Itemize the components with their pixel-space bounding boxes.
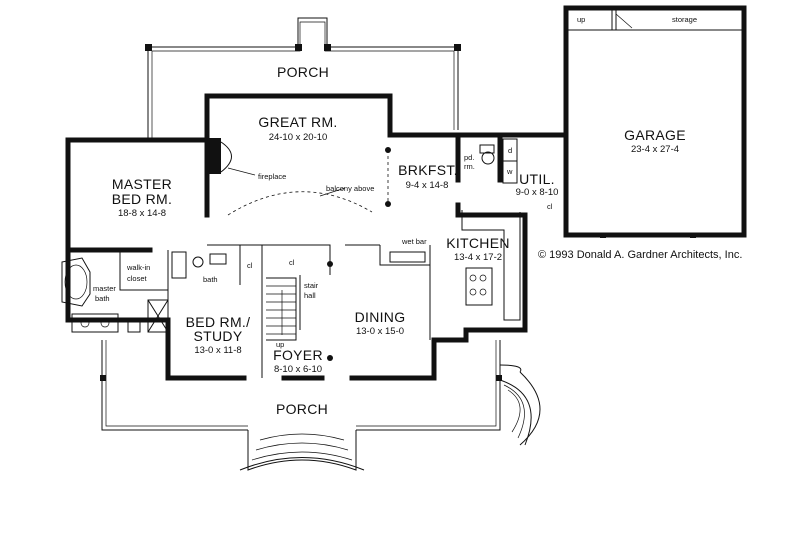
util-dims: 9-0 x 8-10 — [516, 187, 559, 198]
bath-label: bath — [203, 275, 218, 284]
great-room-label: GREAT RM. — [258, 114, 337, 130]
great-room-dims: 24-10 x 20-10 — [269, 132, 328, 143]
master-bed-label-1: MASTER — [112, 176, 172, 192]
util-closet-label: cl — [547, 202, 553, 211]
hall-bath-fixtures — [171, 251, 227, 279]
kitchen-label: KITCHEN — [446, 235, 510, 251]
rear-porch — [145, 17, 461, 140]
walk-in-label-1: walk-in — [126, 263, 150, 272]
storage-label: storage — [672, 15, 697, 24]
walk-in-label-2: closet — [127, 274, 148, 283]
master-bed-dims: 18-8 x 14-8 — [118, 208, 166, 219]
room-labels: PORCH GREAT RM. 24-10 x 20-10 MASTER BED… — [112, 64, 686, 417]
washer-label: w — [506, 167, 513, 176]
brkfst-label: BRKFST. — [398, 162, 458, 178]
bed-study-dims: 13-0 x 11-8 — [194, 345, 241, 356]
foyer-label: FOYER — [273, 347, 323, 363]
garage-label: GARAGE — [624, 127, 686, 143]
wet-bar-label: wet bar — [401, 237, 427, 246]
dining-label: DINING — [355, 309, 406, 325]
kitchen-dims: 13-4 x 17-2 — [454, 252, 502, 263]
bed-study-label-1: BED RM./ — [186, 314, 251, 330]
dryer-label: d — [508, 146, 512, 155]
annotation-labels: fireplace balcony above wet bar walk-in … — [93, 15, 697, 349]
master-bath-label-1: master — [93, 284, 116, 293]
closet-label-2: cl — [289, 258, 295, 267]
bed-study-label-2: STUDY — [194, 328, 243, 344]
copyright-text: © 1993 Donald A. Gardner Architects, Inc… — [538, 249, 742, 261]
up-stair-label: up — [276, 340, 284, 349]
balcony-above-label: balcony above — [326, 184, 374, 193]
stair-hall-label-1: stair — [304, 281, 319, 290]
fireplace-label: fireplace — [258, 172, 286, 181]
util-fixtures — [479, 138, 518, 184]
porch-rear-label: PORCH — [277, 64, 329, 80]
porch-front-label: PORCH — [276, 401, 328, 417]
pd-rm-label-2: rm. — [464, 162, 475, 171]
front-porch — [100, 340, 541, 471]
kitchen-counters — [389, 210, 521, 321]
great-room-columns — [327, 147, 391, 361]
brkfst-dims: 9-4 x 14-8 — [406, 180, 449, 191]
main-walls — [65, 93, 569, 381]
master-bed-label-2: BED RM. — [112, 191, 172, 207]
master-bath-label-2: bath — [95, 294, 110, 303]
garage-dims: 23-4 x 27-4 — [631, 144, 679, 155]
util-label: UTIL. — [519, 171, 555, 187]
closet-label-1: cl — [247, 261, 253, 270]
dining-dims: 13-0 x 15-0 — [356, 326, 404, 337]
up-garage-label: up — [577, 15, 585, 24]
fireplace — [207, 138, 256, 176]
pd-rm-label-1: pd. — [464, 153, 474, 162]
garage-walls — [563, 5, 747, 238]
foyer-dims: 8-10 x 6-10 — [274, 364, 322, 375]
stairs — [266, 277, 297, 341]
master-bath-fixtures — [61, 257, 169, 333]
stair-hall-label-2: hall — [304, 291, 316, 300]
balcony-above-line — [227, 191, 373, 216]
